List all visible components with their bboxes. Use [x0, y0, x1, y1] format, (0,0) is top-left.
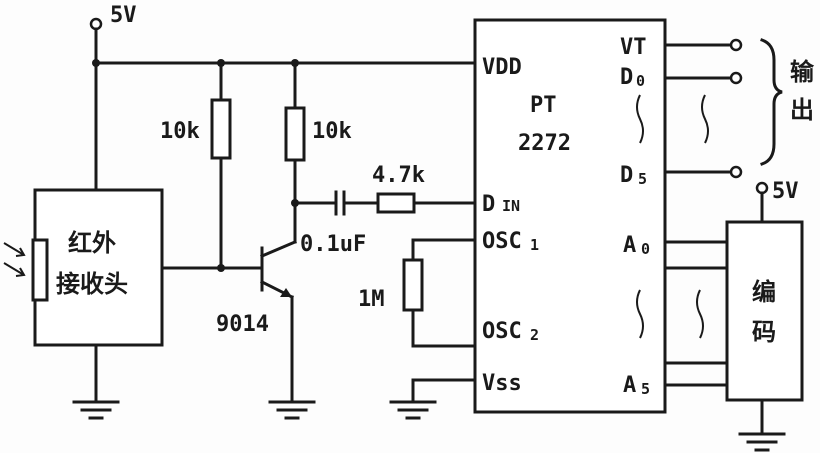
- pin-vss-label: Vss: [482, 371, 522, 396]
- ic-name-1: PT: [530, 93, 557, 118]
- npn-transistor-icon: [259, 240, 297, 300]
- pt2272-chip: [473, 18, 667, 414]
- r-series-label: 4.7k: [372, 163, 425, 188]
- capacitor-label: 0.1uF: [300, 232, 366, 257]
- pin-osc1-sub: 1: [530, 236, 539, 254]
- transistor-label: 9014: [216, 312, 269, 337]
- pin-d5-label: D: [620, 163, 633, 188]
- ic-name-2: 2272: [518, 131, 571, 156]
- r2-label: 10k: [312, 119, 352, 144]
- supply-label: 5V: [110, 3, 137, 28]
- pin-din-label: D: [482, 192, 495, 217]
- output-brace: [760, 38, 783, 166]
- pin-vt-label: VT: [620, 35, 647, 60]
- vt-terminal: [729, 38, 743, 52]
- capacitor-c1: [334, 190, 346, 216]
- ellipsis-mark: [636, 94, 644, 144]
- resistor-r-series: [376, 192, 416, 214]
- pin-osc2-sub: 2: [530, 326, 539, 344]
- resistor-r-osc: [402, 258, 424, 312]
- pin-d5-sub: 5: [638, 170, 647, 188]
- r-osc-label: 1M: [358, 287, 385, 312]
- pin-d0-sub: 0: [636, 72, 645, 90]
- ir-sensor-window: [31, 238, 49, 302]
- receiver-label-1: 红外: [68, 229, 116, 257]
- ellipsis-mark: [636, 289, 644, 339]
- pin-a5-label: A: [623, 373, 636, 398]
- ground-icon: [72, 400, 120, 420]
- pin-din-sub: IN: [502, 197, 520, 215]
- encoder-label-1: 编: [752, 278, 776, 306]
- d5-terminal: [729, 165, 743, 179]
- pin-a0-sub: 0: [641, 240, 650, 258]
- junction-dot: [92, 59, 100, 67]
- pin-vdd-label: VDD: [482, 55, 522, 80]
- pin-osc1-label: OSC: [482, 229, 522, 254]
- pin-d0-label: D: [620, 65, 633, 90]
- output-label-1: 输: [790, 58, 815, 86]
- ground-icon: [738, 432, 786, 452]
- output-label-2: 出: [790, 96, 814, 124]
- encoder-box: [725, 220, 804, 402]
- resistor-r2: [284, 106, 306, 162]
- ir-light-icon: [3, 242, 26, 277]
- d0-terminal: [729, 71, 743, 85]
- ground-icon: [268, 400, 316, 420]
- ellipsis-mark: [696, 289, 704, 339]
- ir-receiver-box: [33, 188, 164, 347]
- resistor-r1: [210, 98, 232, 160]
- ground-icon: [389, 400, 437, 420]
- r1-label: 10k: [160, 119, 200, 144]
- encoder-label-2: 码: [752, 318, 776, 346]
- pin-a5-sub: 5: [641, 380, 650, 398]
- receiver-label-2: 接收头: [56, 270, 128, 298]
- pin-a0-label: A: [623, 233, 636, 258]
- pin-osc2-label: OSC: [482, 319, 522, 344]
- encoder-supply-label: 5V: [772, 179, 799, 204]
- ellipsis-mark: [701, 94, 709, 144]
